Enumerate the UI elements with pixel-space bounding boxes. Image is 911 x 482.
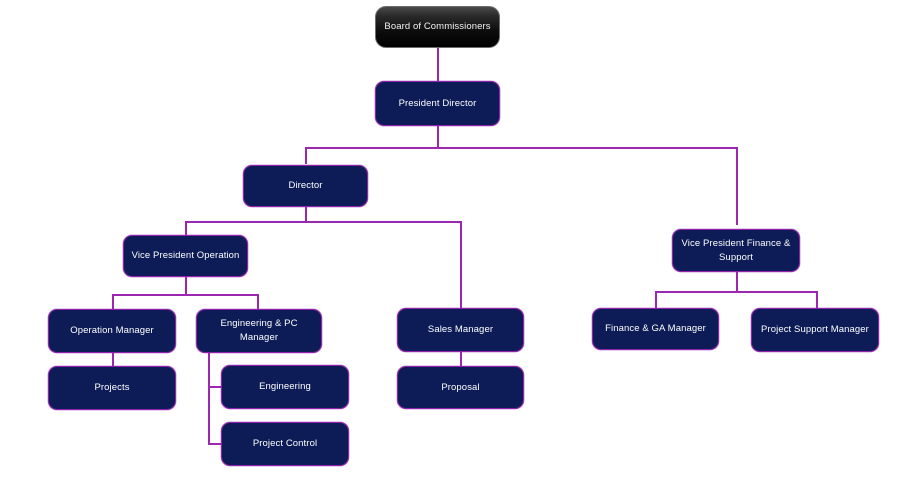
connector-eng-pc-manager-spine <box>208 352 210 445</box>
node-sales-manager[interactable]: Sales Manager <box>397 308 524 352</box>
node-label: Project Support Manager <box>761 324 869 335</box>
node-label: Proposal <box>441 381 480 393</box>
connector-vp-finance-to-project-support <box>816 291 818 308</box>
connector-sales-manager-to-proposal <box>460 352 462 366</box>
node-label: Projects <box>94 382 130 393</box>
node-project-support-manager[interactable]: Project Support Manager <box>751 308 879 352</box>
connector-vp-operation-down <box>185 277 187 295</box>
connector-president-to-vp-finance <box>736 147 738 225</box>
node-project-control[interactable]: Project Control <box>221 422 349 466</box>
node-label: Finance & GA Manager <box>605 323 706 334</box>
connector-vp-operation-bus <box>112 294 259 296</box>
node-proposal[interactable]: Proposal <box>397 366 524 409</box>
node-vp-finance-support[interactable]: Vice President Finance & Support <box>672 229 800 272</box>
node-label: Vice President Finance & Support <box>681 237 791 263</box>
connector-president-down <box>437 126 439 148</box>
node-label: Director <box>288 180 323 191</box>
connector-director-to-vp-operation <box>185 221 187 235</box>
node-projects[interactable]: Projects <box>48 366 176 410</box>
node-board-of-commissioners[interactable]: Board of Commissioners <box>375 6 500 48</box>
node-label: Sales Manager <box>427 324 494 335</box>
node-engineering-pc-manager[interactable]: Engineering & PC Manager <box>196 309 322 353</box>
node-label: Engineering & PC Manager <box>220 318 298 343</box>
connector-vp-finance-bus <box>655 291 818 293</box>
node-engineering[interactable]: Engineering <box>221 365 349 409</box>
node-label: Vice President Operation <box>131 250 240 261</box>
connector-eng-pc-to-engineering <box>208 386 222 388</box>
connector-vp-finance-down <box>736 272 738 292</box>
connector-vp-finance-to-finance-manager <box>655 291 657 308</box>
node-president-director[interactable]: President Director <box>375 81 500 126</box>
connector-vp-operation-to-eng-pc-manager <box>257 294 259 309</box>
connector-operation-manager-to-projects <box>112 353 114 367</box>
node-vp-operation[interactable]: Vice President Operation <box>123 235 248 277</box>
node-finance-ga-manager[interactable]: Finance & GA Manager <box>592 308 719 350</box>
node-director[interactable]: Director <box>243 165 368 207</box>
node-label: Project Control <box>252 438 318 449</box>
connector-director-to-sales-manager <box>460 221 462 308</box>
node-label: Board of Commissioners <box>384 21 491 32</box>
connector-director-down <box>305 207 307 222</box>
connector-director-bus <box>185 221 461 223</box>
node-label: Operation Manager <box>70 325 154 336</box>
connector-president-bus <box>305 147 738 149</box>
node-label: President Director <box>398 97 477 109</box>
connector-board-president <box>437 48 439 81</box>
connector-president-to-director <box>305 147 307 164</box>
node-operation-manager[interactable]: Operation Manager <box>48 309 176 353</box>
connector-vp-operation-to-operation-manager <box>112 294 114 309</box>
connector-eng-pc-to-project-control <box>208 443 222 445</box>
node-label: Engineering <box>259 381 311 392</box>
